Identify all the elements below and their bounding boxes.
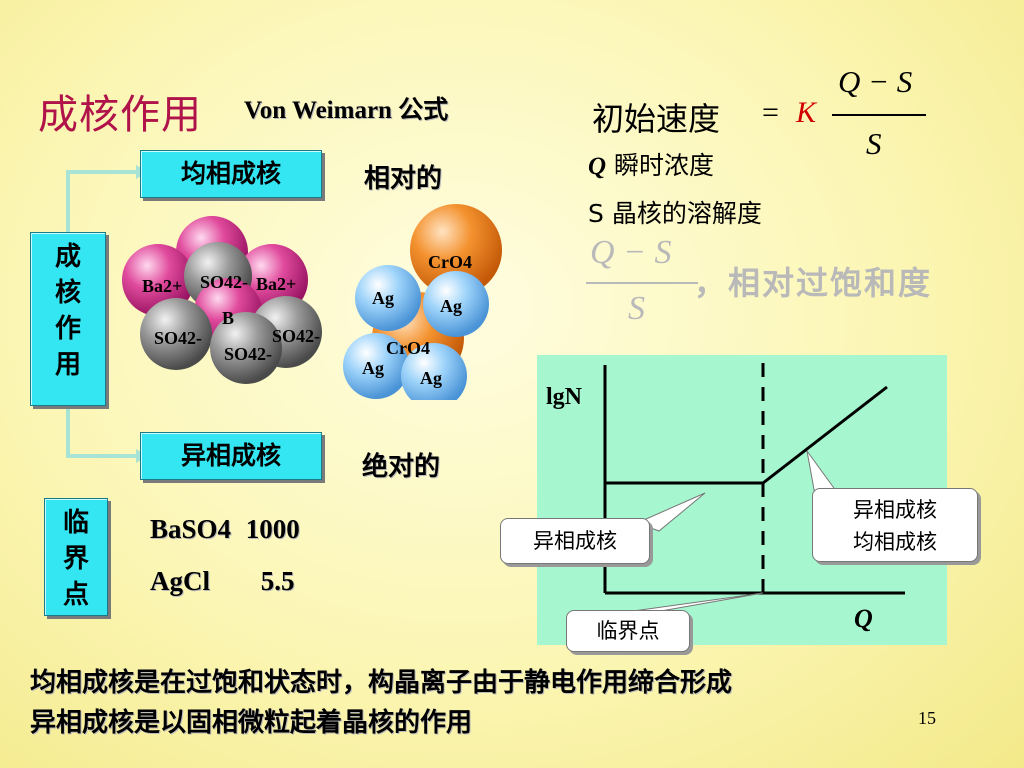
y-axis-label: lgN [546, 384, 582, 410]
callout-both-line-1: 异相成核 [853, 498, 937, 522]
critical-row-1-name: BaSO4 [150, 514, 232, 544]
callout-heterogeneous: 异相成核 [500, 518, 650, 564]
critical-row-1: BaSO4 1000 [150, 514, 300, 545]
s-definition: S 晶核的溶解度 [588, 199, 762, 228]
ag-ion-left-bottom [343, 333, 409, 399]
homogeneous-note: 相对的 [364, 164, 443, 194]
nucleation-char-1: 成 [54, 242, 81, 272]
so-ion-front [210, 312, 282, 384]
ion-label-ag3: Ag [362, 358, 384, 378]
ion-label-ag1: Ag [372, 288, 394, 308]
ion-label-cro2: CrO4 [386, 338, 430, 358]
ratio-bar [586, 282, 698, 284]
ion-label-so2: SO42- [224, 344, 272, 364]
heterogeneous-box: 异相成核 [140, 432, 322, 480]
formula-numerator: Q − S [838, 64, 913, 99]
q-symbol: Q [588, 153, 607, 180]
page-title: 成核作用 [38, 92, 202, 138]
ion-label-ba1: Ba2+ [142, 276, 182, 296]
ion-label-so-mid: SO42- [200, 272, 248, 292]
nucleation-char-4: 用 [54, 350, 81, 380]
ion-label-ba2: Ba2+ [256, 274, 296, 294]
ion-label-so1: SO42- [154, 328, 202, 348]
critical-row-2-name: AgCl [150, 566, 210, 596]
critical-point-box: 临 界 点 [44, 498, 108, 616]
formula-k: K [796, 96, 817, 129]
critical-char-1: 临 [62, 508, 89, 538]
page-number: 15 [918, 708, 936, 728]
formula-lhs: 初始速度 [592, 100, 721, 138]
callout-both: 异相成核 均相成核 [812, 488, 978, 562]
ion-label-cro1: CrO4 [428, 252, 472, 272]
critical-row-1-value: 1000 [245, 514, 300, 544]
ag-ion-right-top [423, 271, 489, 337]
critical-char-3: 点 [62, 580, 89, 610]
formula-equals: = [762, 96, 779, 129]
nucleation-char-2: 核 [54, 278, 81, 308]
ratio-denominator: S [628, 290, 645, 327]
ag-ion-left-top [355, 265, 421, 331]
cro4-ion-top [410, 204, 502, 296]
heterogeneous-note: 绝对的 [362, 452, 441, 482]
callout-critical-point: 临界点 [566, 610, 690, 652]
critical-row-2-value: 5.5 [260, 566, 295, 596]
ion-label-so3: SO42- [272, 326, 320, 346]
ion-illustration: Ba2+ SO42- Ba2+ B SO42- SO42- SO42- CrO4… [122, 204, 502, 400]
ion-label-b: B [222, 308, 234, 328]
ion-label-ag4: Ag [420, 368, 442, 388]
callout-both-line-2: 均相成核 [853, 530, 937, 554]
formula-fraction-bar [832, 114, 926, 116]
q-definition: Q 瞬时浓度 [588, 146, 714, 182]
ratio-desc: ，相对过饱和度 [694, 264, 933, 302]
nucleation-box: 成 核 作 用 [30, 232, 106, 406]
critical-row-2: AgCl 5.5 [150, 566, 295, 597]
callout-bottom-pointer [632, 592, 764, 612]
ion-label-ag2: Ag [440, 296, 462, 316]
lgn-curve [605, 385, 888, 485]
footer-line-2: 异相成核是以固相微粒起着晶核的作用 [30, 708, 473, 738]
ratio-numerator: Q − S [590, 234, 672, 271]
x-axis-label: Q [854, 604, 873, 633]
formula-denominator: S [866, 126, 882, 161]
nucleation-char-3: 作 [54, 314, 81, 344]
footer-line-1: 均相成核是在过饱和状态时，构晶离子由于静电作用缔合形成 [30, 668, 733, 698]
ag-ion-right-bottom [401, 343, 467, 400]
nucleation-graph [603, 363, 905, 612]
homogeneous-box: 均相成核 [140, 150, 322, 198]
q-desc: 瞬时浓度 [614, 151, 715, 180]
critical-char-2: 界 [62, 544, 89, 574]
so-ion-left [140, 298, 212, 370]
subtitle: Von Weimarn 公式 [244, 97, 449, 124]
